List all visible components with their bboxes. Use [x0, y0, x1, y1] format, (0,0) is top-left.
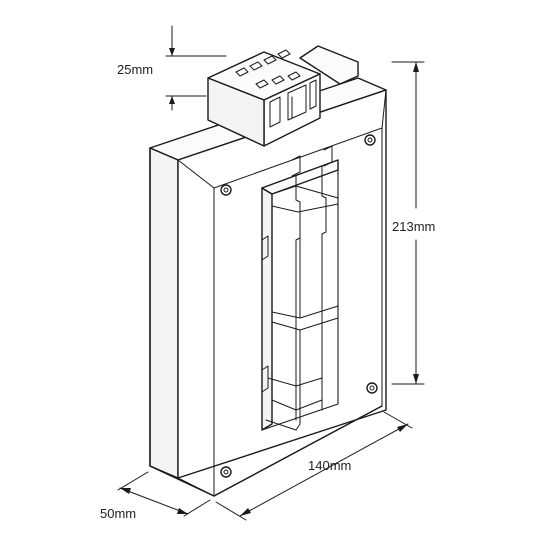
- window-notch-upper: [261, 235, 269, 261]
- terminal-front-window-2: [287, 84, 307, 121]
- bottom-edge: [149, 465, 215, 497]
- dim-label-height: 213mm: [392, 219, 435, 234]
- window-ledge-lower: [267, 377, 323, 387]
- dim-label-width: 140mm: [308, 458, 351, 473]
- terminal-front-window-1: [269, 96, 281, 128]
- bevel-corner-top-left: [177, 159, 215, 189]
- mounting-hole-top-left: [220, 184, 232, 196]
- window-left-wall: [261, 187, 273, 431]
- window-middle-divider: [271, 305, 339, 319]
- window-top-wall: [261, 159, 339, 195]
- mounting-hole-bottom-right: [366, 382, 378, 394]
- dim-50-line: [119, 487, 189, 515]
- window-notch-lower: [261, 365, 269, 393]
- dim-25-arrow-top: [169, 48, 175, 56]
- dim-label-terminal-height: 25mm: [117, 62, 153, 77]
- dimension-depth: 50mm: [100, 471, 211, 521]
- dim-140-ext-left: [215, 501, 247, 521]
- window-ledge-top: [271, 185, 339, 199]
- terminal-screws-row-back: [235, 49, 291, 77]
- terminal-screws-row-front: [255, 71, 301, 89]
- terminal-block: [207, 45, 359, 147]
- dim-213-arrow-bottom: [413, 374, 419, 384]
- center-window: [261, 145, 339, 431]
- window-base-shelf: [271, 399, 323, 411]
- window-tab-top-right: [323, 145, 333, 167]
- dim-50-arrow-left: [120, 488, 131, 494]
- dim-213-arrow-top: [413, 62, 419, 72]
- bottom-front-edge: [213, 405, 383, 497]
- terminal-back-plate: [299, 45, 359, 85]
- terminal-block-side: [207, 77, 265, 147]
- dimension-terminal-height: 25mm: [117, 25, 227, 111]
- window-bottom-lip: [265, 419, 301, 431]
- dimension-height: 213mm: [391, 61, 435, 385]
- terminal-front-window-3: [309, 79, 317, 110]
- mounting-hole-top-right: [364, 134, 376, 146]
- dim-140-arrow-left: [240, 508, 251, 516]
- dim-140-ext-right: [383, 411, 413, 429]
- mounting-hole-bottom-left: [220, 466, 232, 478]
- body-side-face: [149, 147, 179, 479]
- dim-label-depth: 50mm: [100, 506, 136, 521]
- dim-50-ext-left: [117, 471, 149, 491]
- dimension-width: 140mm: [215, 411, 413, 521]
- window-ledge-upper: [271, 203, 339, 213]
- dim-50-ext-right: [183, 499, 211, 517]
- dim-50-arrow-right: [177, 508, 188, 514]
- dim-25-arrow-bottom: [169, 96, 175, 104]
- dim-140-arrow-right: [397, 424, 408, 432]
- window-rib-right: [321, 165, 327, 411]
- window-tab-top-left: [291, 155, 301, 177]
- bevel-corner-top-right: [381, 89, 387, 129]
- dim-140-line: [239, 423, 409, 517]
